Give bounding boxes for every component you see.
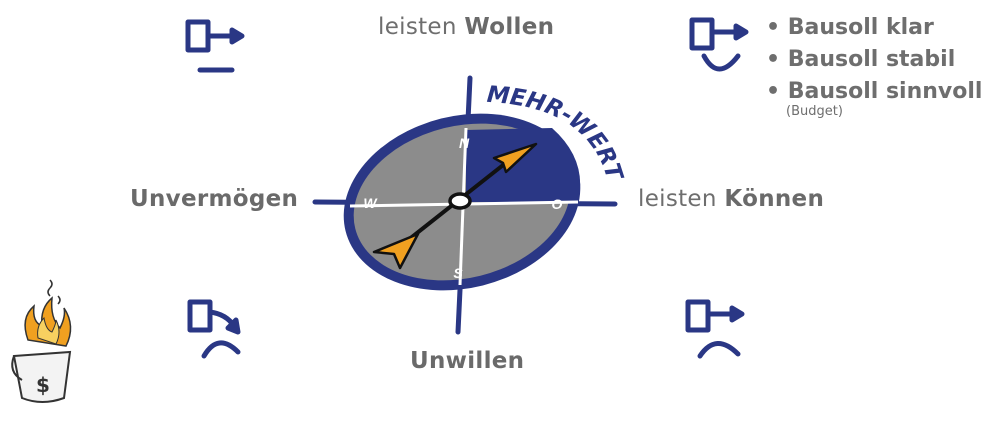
bullet-list: • Bausoll klar • Bausoll stabil • Bausol… [766,12,982,119]
label-top: leisten Wollen [378,14,554,40]
arrow-box-flat-icon [185,19,245,73]
label-bottom-text: Unwillen [410,348,525,374]
label-right-bold: Können [724,186,825,212]
compass-south: S [453,265,463,281]
bullet-item: • Bausoll stabil [766,47,956,72]
arrow-box-smile-icon [689,17,749,72]
compass-east: O [552,196,563,212]
label-right: leisten Können [638,186,824,212]
label-left: Unvermögen [130,186,298,212]
label-top-bold: Wollen [464,14,555,40]
bullet-note: (Budget) [786,104,843,119]
burning-money-icon: $ [11,279,72,403]
bullet-item: • Bausoll sinnvoll [766,79,983,104]
label-bottom: Unwillen [410,348,524,374]
compass-needle [372,142,538,270]
label-right-prefix: leisten [638,186,717,212]
svg-text:$: $ [36,373,50,397]
arrow-box-frown-icon [685,299,745,359]
compass-west: W [363,195,378,211]
arrow-box-frown-down-icon [187,299,241,359]
bullet-item: • Bausoll klar [766,15,934,40]
compass-north: N [459,135,470,151]
label-left-text: Unvermögen [130,186,299,212]
label-top-prefix: leisten [378,14,457,40]
